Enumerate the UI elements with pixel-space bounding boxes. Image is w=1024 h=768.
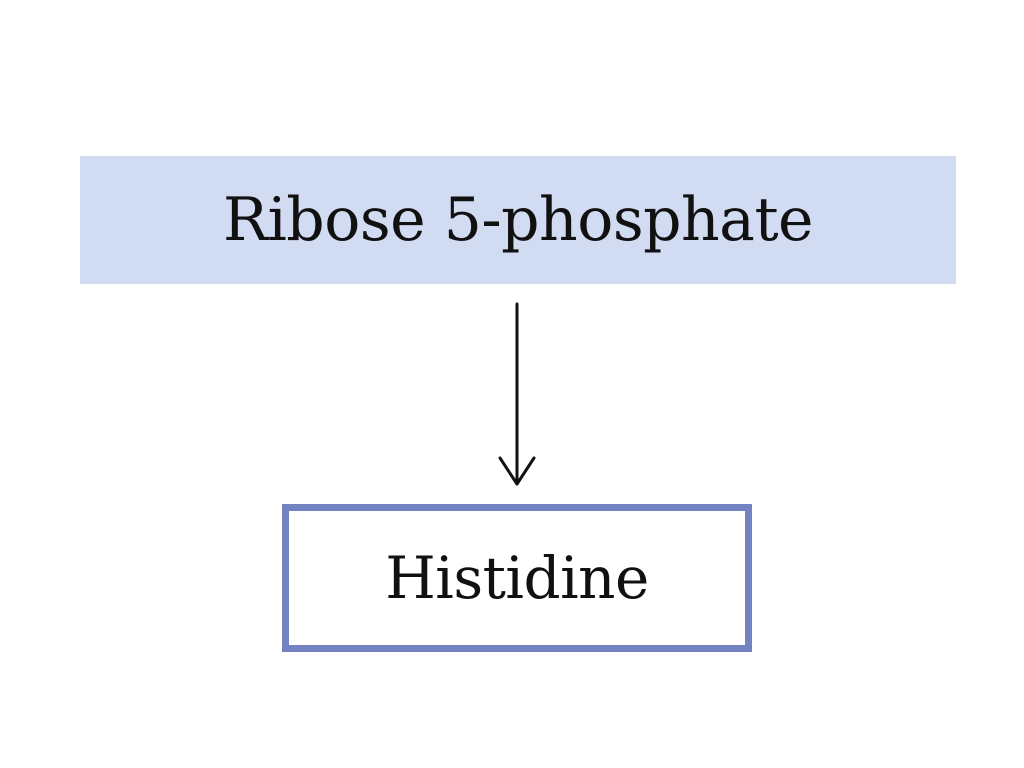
arrow-head	[498, 456, 536, 486]
source-node-label: Ribose 5-phosphate	[222, 185, 814, 255]
target-node-label: Histidine	[385, 544, 649, 612]
down-arrow-icon	[498, 302, 536, 486]
target-node: Histidine	[282, 504, 752, 652]
source-node: Ribose 5-phosphate	[80, 156, 956, 284]
